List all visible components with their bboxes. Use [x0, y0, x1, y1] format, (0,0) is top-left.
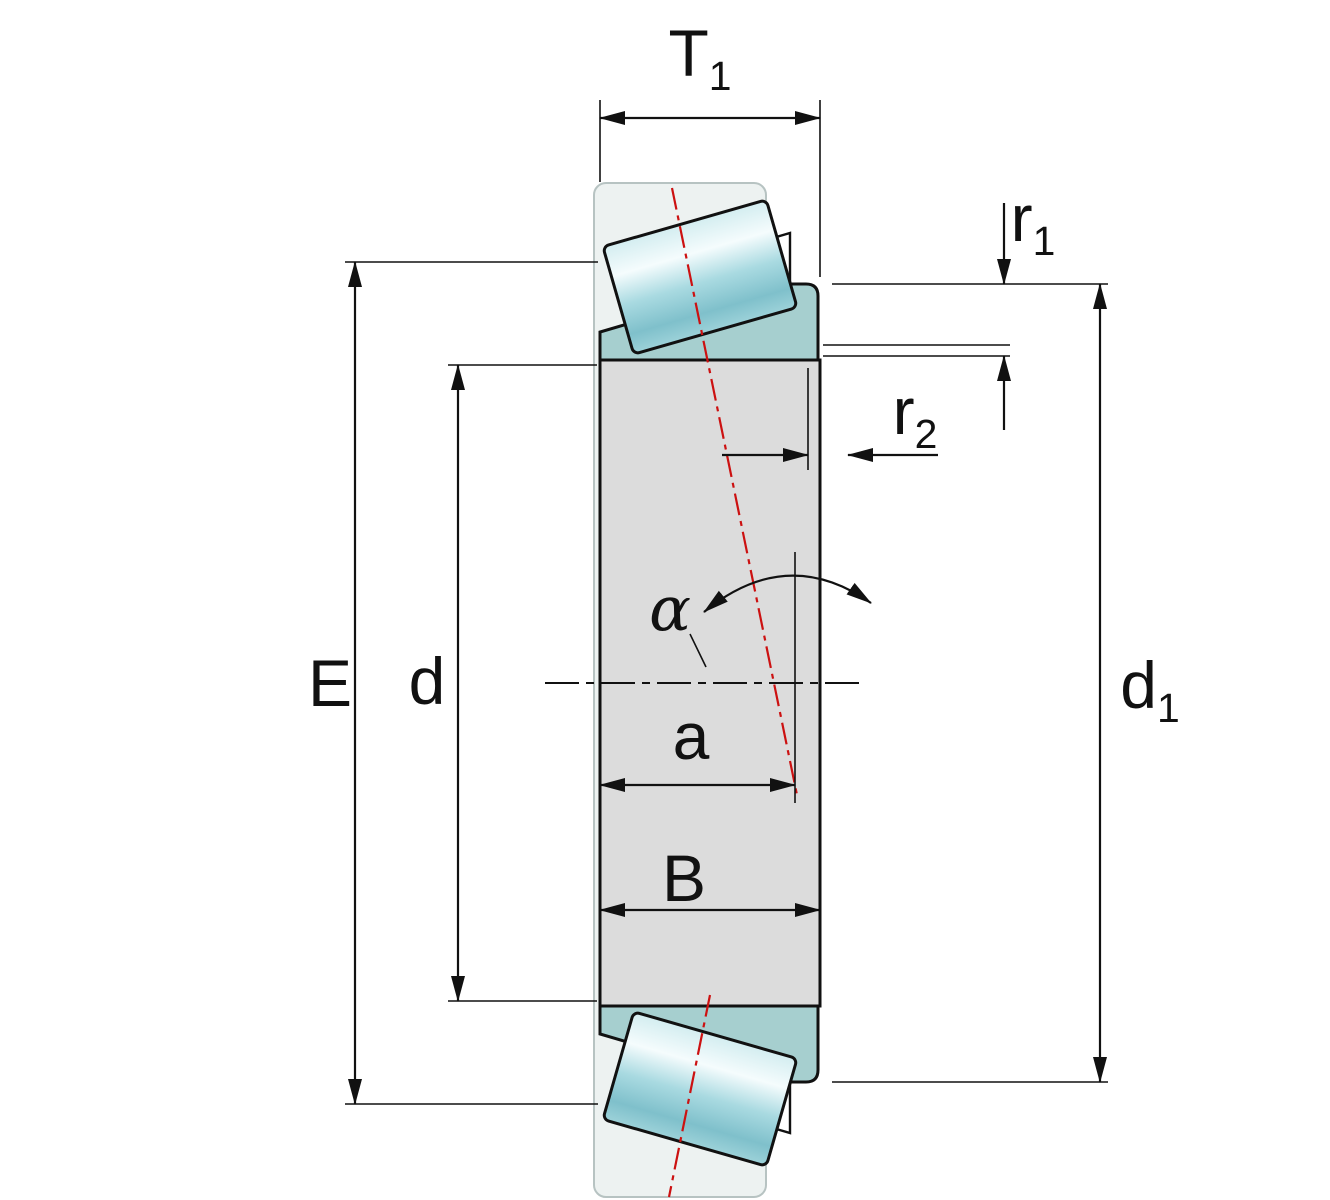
tapered-roller-top: [602, 199, 798, 355]
label-B: B: [662, 845, 706, 922]
label-B-base: B: [661, 841, 707, 915]
pressure-line-bottom: [667, 994, 712, 1198]
label-r2-sub: 2: [914, 411, 938, 458]
label-E: E: [308, 650, 352, 727]
label-T1-base: T: [668, 16, 709, 90]
label-T1: T1: [668, 20, 731, 97]
label-r2-base: r: [892, 374, 915, 448]
label-a: a: [673, 703, 710, 780]
dim-r1: [823, 203, 1011, 430]
tapered-roller-bottom: [602, 1011, 798, 1167]
dim-E: [345, 261, 598, 1105]
label-E-base: E: [307, 646, 353, 720]
label-alpha-base: α: [649, 572, 691, 645]
dim-r2: [722, 368, 938, 470]
label-r1: r1: [1011, 185, 1056, 262]
contact-angle-arc: [703, 574, 872, 613]
label-T1-sub: 1: [708, 53, 732, 100]
dim-T1: [599, 100, 821, 277]
label-d1-base: d: [1120, 648, 1157, 722]
label-r1-sub: 1: [1032, 218, 1056, 265]
pressure-line-top: [670, 187, 799, 796]
label-alpha: α: [649, 578, 691, 651]
dim-d1: [832, 283, 1108, 1083]
label-d-base: d: [408, 644, 446, 718]
label-r2: r2: [893, 378, 938, 455]
label-d: d: [409, 648, 446, 725]
label-r1-base: r: [1010, 181, 1033, 255]
dim-d: [448, 364, 597, 1002]
label-d1: d1: [1120, 652, 1179, 729]
label-a-base: a: [672, 699, 710, 773]
label-d1-sub: 1: [1156, 685, 1180, 732]
dim-alpha: [689, 574, 872, 668]
alpha-leader-line: [689, 633, 707, 668]
